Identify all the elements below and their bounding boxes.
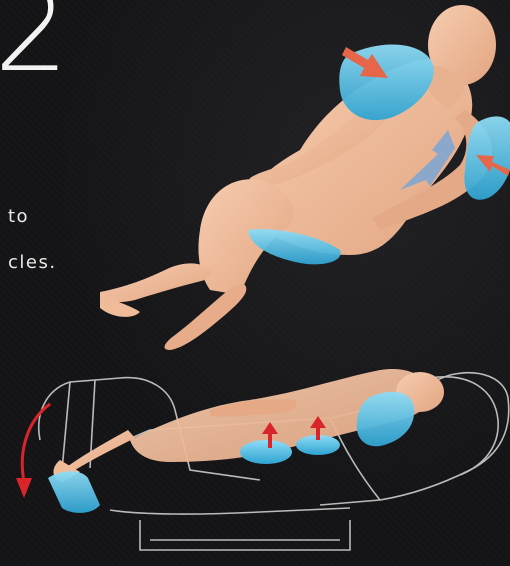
floating-body-figure <box>100 5 510 350</box>
foot-airbag <box>48 471 100 513</box>
massage-chair-figure <box>16 369 509 550</box>
calf-airbag-left <box>240 440 292 464</box>
recline-arc-arrow-icon <box>16 404 50 498</box>
